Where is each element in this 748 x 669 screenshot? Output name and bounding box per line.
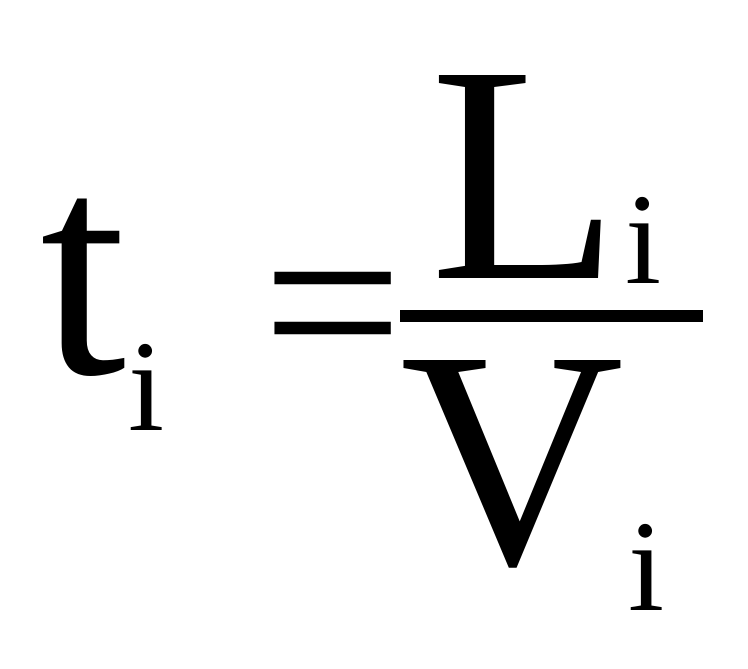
lhs-base: t bbox=[40, 98, 127, 441]
numerator-subscript: i bbox=[625, 168, 662, 312]
equals-sign: = bbox=[262, 164, 403, 441]
numerator-base: L bbox=[430, 3, 620, 346]
fraction-bar bbox=[400, 310, 703, 322]
lhs-subscript: i bbox=[128, 315, 165, 459]
denominator-subscript: i bbox=[628, 495, 665, 639]
denominator-base: V bbox=[400, 288, 624, 631]
